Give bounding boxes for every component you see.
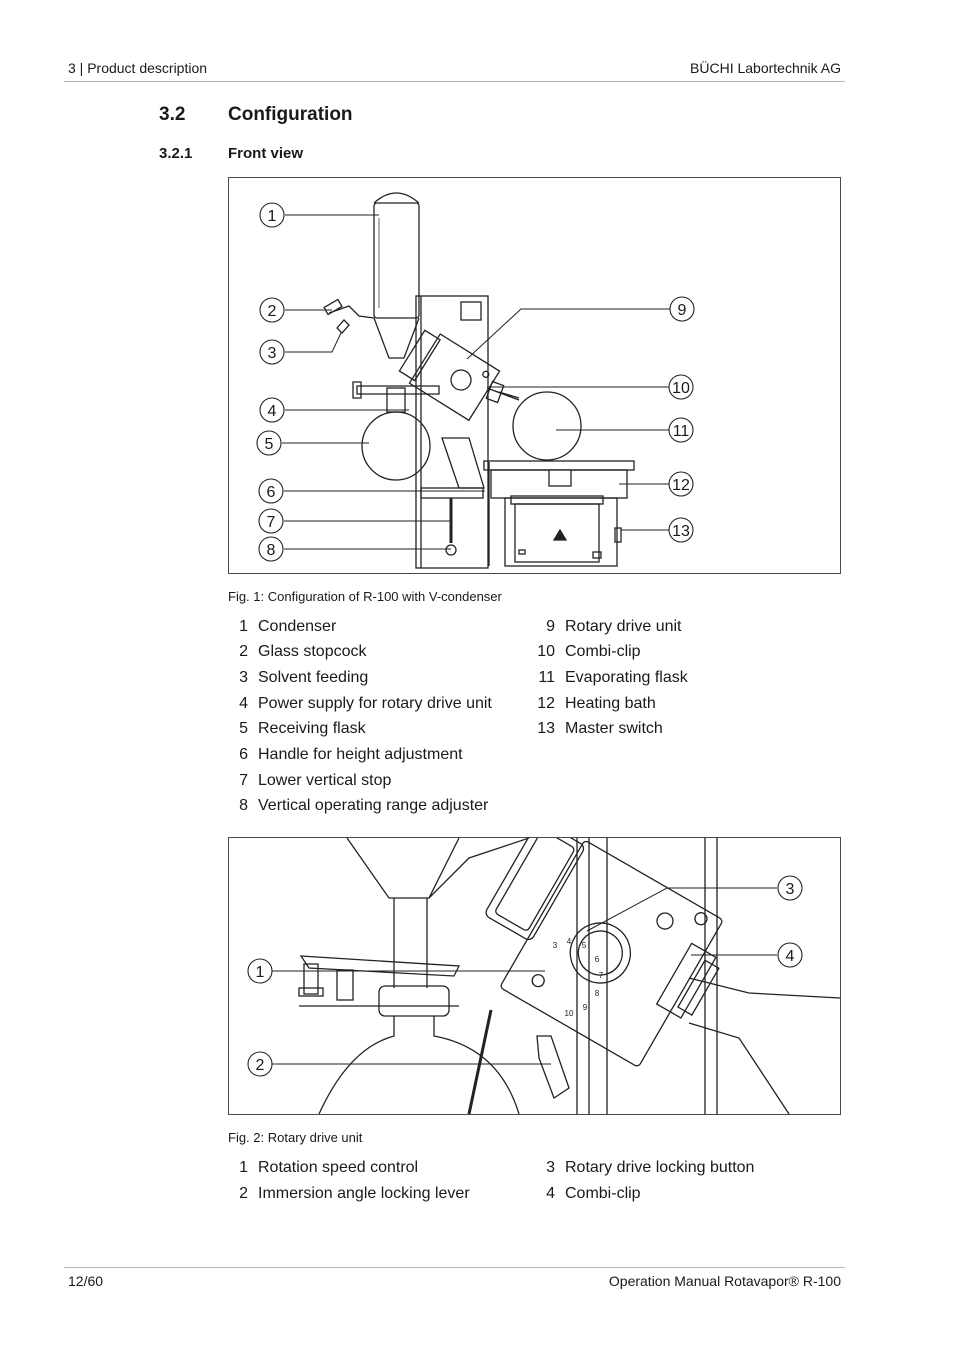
fig2-callout-3 <box>777 875 803 901</box>
callout-1 <box>259 202 285 228</box>
dial-mark: 10 <box>565 1009 574 1018</box>
callout-11 <box>668 417 694 443</box>
callout-label-13: 13 <box>672 523 690 540</box>
master-switch-shape <box>614 527 622 543</box>
callout-label-7: 7 <box>267 514 276 531</box>
locking-clamp-shape <box>299 955 461 977</box>
running-header-chapter: 3 | Product description <box>68 60 208 76</box>
footer-rule <box>64 1267 845 1268</box>
figure-2-rotary-drive-unit: 4 5 6 7 8 9 10 3 1 2 3 4 <box>228 837 841 1115</box>
callout-label-12: 12 <box>672 477 690 494</box>
callout-6 <box>258 478 284 504</box>
heating-bath-lid <box>483 460 635 471</box>
footer-document-title: Operation Manual Rotavapor® R-100 <box>608 1273 841 1289</box>
callout-label-8: 8 <box>267 542 276 559</box>
dial-mark: 8 <box>595 989 600 998</box>
callout-label-2: 2 <box>268 303 277 320</box>
callout-label-6: 6 <box>267 484 276 501</box>
fig2-callout-label-2: 2 <box>256 1057 265 1074</box>
immersion-lever-shape <box>536 1035 570 1099</box>
evaporating-flask-shape <box>512 391 582 461</box>
fig2-callout-label-4: 4 <box>786 948 795 965</box>
callout-label-3: 3 <box>268 345 277 362</box>
section-title: Configuration <box>228 104 353 125</box>
rotary-drive-unit-shape <box>398 329 501 422</box>
dial-mark: 5 <box>582 941 587 950</box>
condenser-shape <box>373 202 420 319</box>
fig2-callout-4 <box>777 942 803 968</box>
callout-4 <box>259 397 285 423</box>
callout-label-11: 11 <box>673 423 690 440</box>
callout-label-5: 5 <box>265 436 274 453</box>
height-handle-shape <box>420 487 484 499</box>
dial-mark: 7 <box>599 971 604 980</box>
callout-13 <box>668 517 694 543</box>
fig2-callout-1 <box>247 958 273 984</box>
page-number: 12/60 <box>68 1273 104 1289</box>
dial-mark: 4 <box>567 937 572 946</box>
dial-mark: 3 <box>553 941 558 950</box>
dial-mark: 6 <box>595 955 600 964</box>
figure-1-caption: Fig. 1: Configuration of R-100 with V-co… <box>228 589 502 604</box>
callout-10 <box>668 374 694 400</box>
figure-2-caption: Fig. 2: Rotary drive unit <box>228 1130 363 1145</box>
header-rule <box>64 81 845 82</box>
fig2-callout-label-1: 1 <box>256 964 265 981</box>
callout-label-10: 10 <box>672 380 690 397</box>
callout-8 <box>258 536 284 562</box>
callout-3 <box>259 339 285 365</box>
subsection-number: 3.2.1 <box>159 145 193 162</box>
callout-2 <box>259 297 285 323</box>
dial-mark: 9 <box>583 1003 588 1012</box>
callout-label-4: 4 <box>268 403 277 420</box>
tower-frame <box>415 295 489 569</box>
callout-9 <box>669 296 695 322</box>
fig2-callout-2 <box>247 1051 273 1077</box>
figure-1-front-view: 1 2 3 4 5 6 7 8 9 10 11 12 13 <box>228 177 841 574</box>
callout-label-1: 1 <box>268 208 277 225</box>
rotary-drive-unit-drawing: 4 5 6 7 8 9 10 3 1 2 3 4 <box>247 838 840 1114</box>
callout-label-9: 9 <box>678 302 687 319</box>
fig2-callout-label-3: 3 <box>786 881 795 898</box>
drive-housing-shape <box>485 838 723 1067</box>
callout-7 <box>258 508 284 534</box>
rotavapor-front-view-drawing: 1 2 3 4 5 6 7 8 9 10 11 12 13 <box>256 192 695 569</box>
running-header-company: BÜCHI Labortechnik AG <box>690 60 841 76</box>
rotation-speed-dial <box>569 922 631 984</box>
callout-12 <box>668 471 694 497</box>
receiving-flask-shape <box>361 411 431 481</box>
section-number: 3.2 <box>159 104 186 125</box>
subsection-title: Front view <box>228 145 304 162</box>
combi-clip-shape <box>655 942 717 1019</box>
heating-bath-body <box>514 503 600 563</box>
callout-5 <box>256 430 282 456</box>
